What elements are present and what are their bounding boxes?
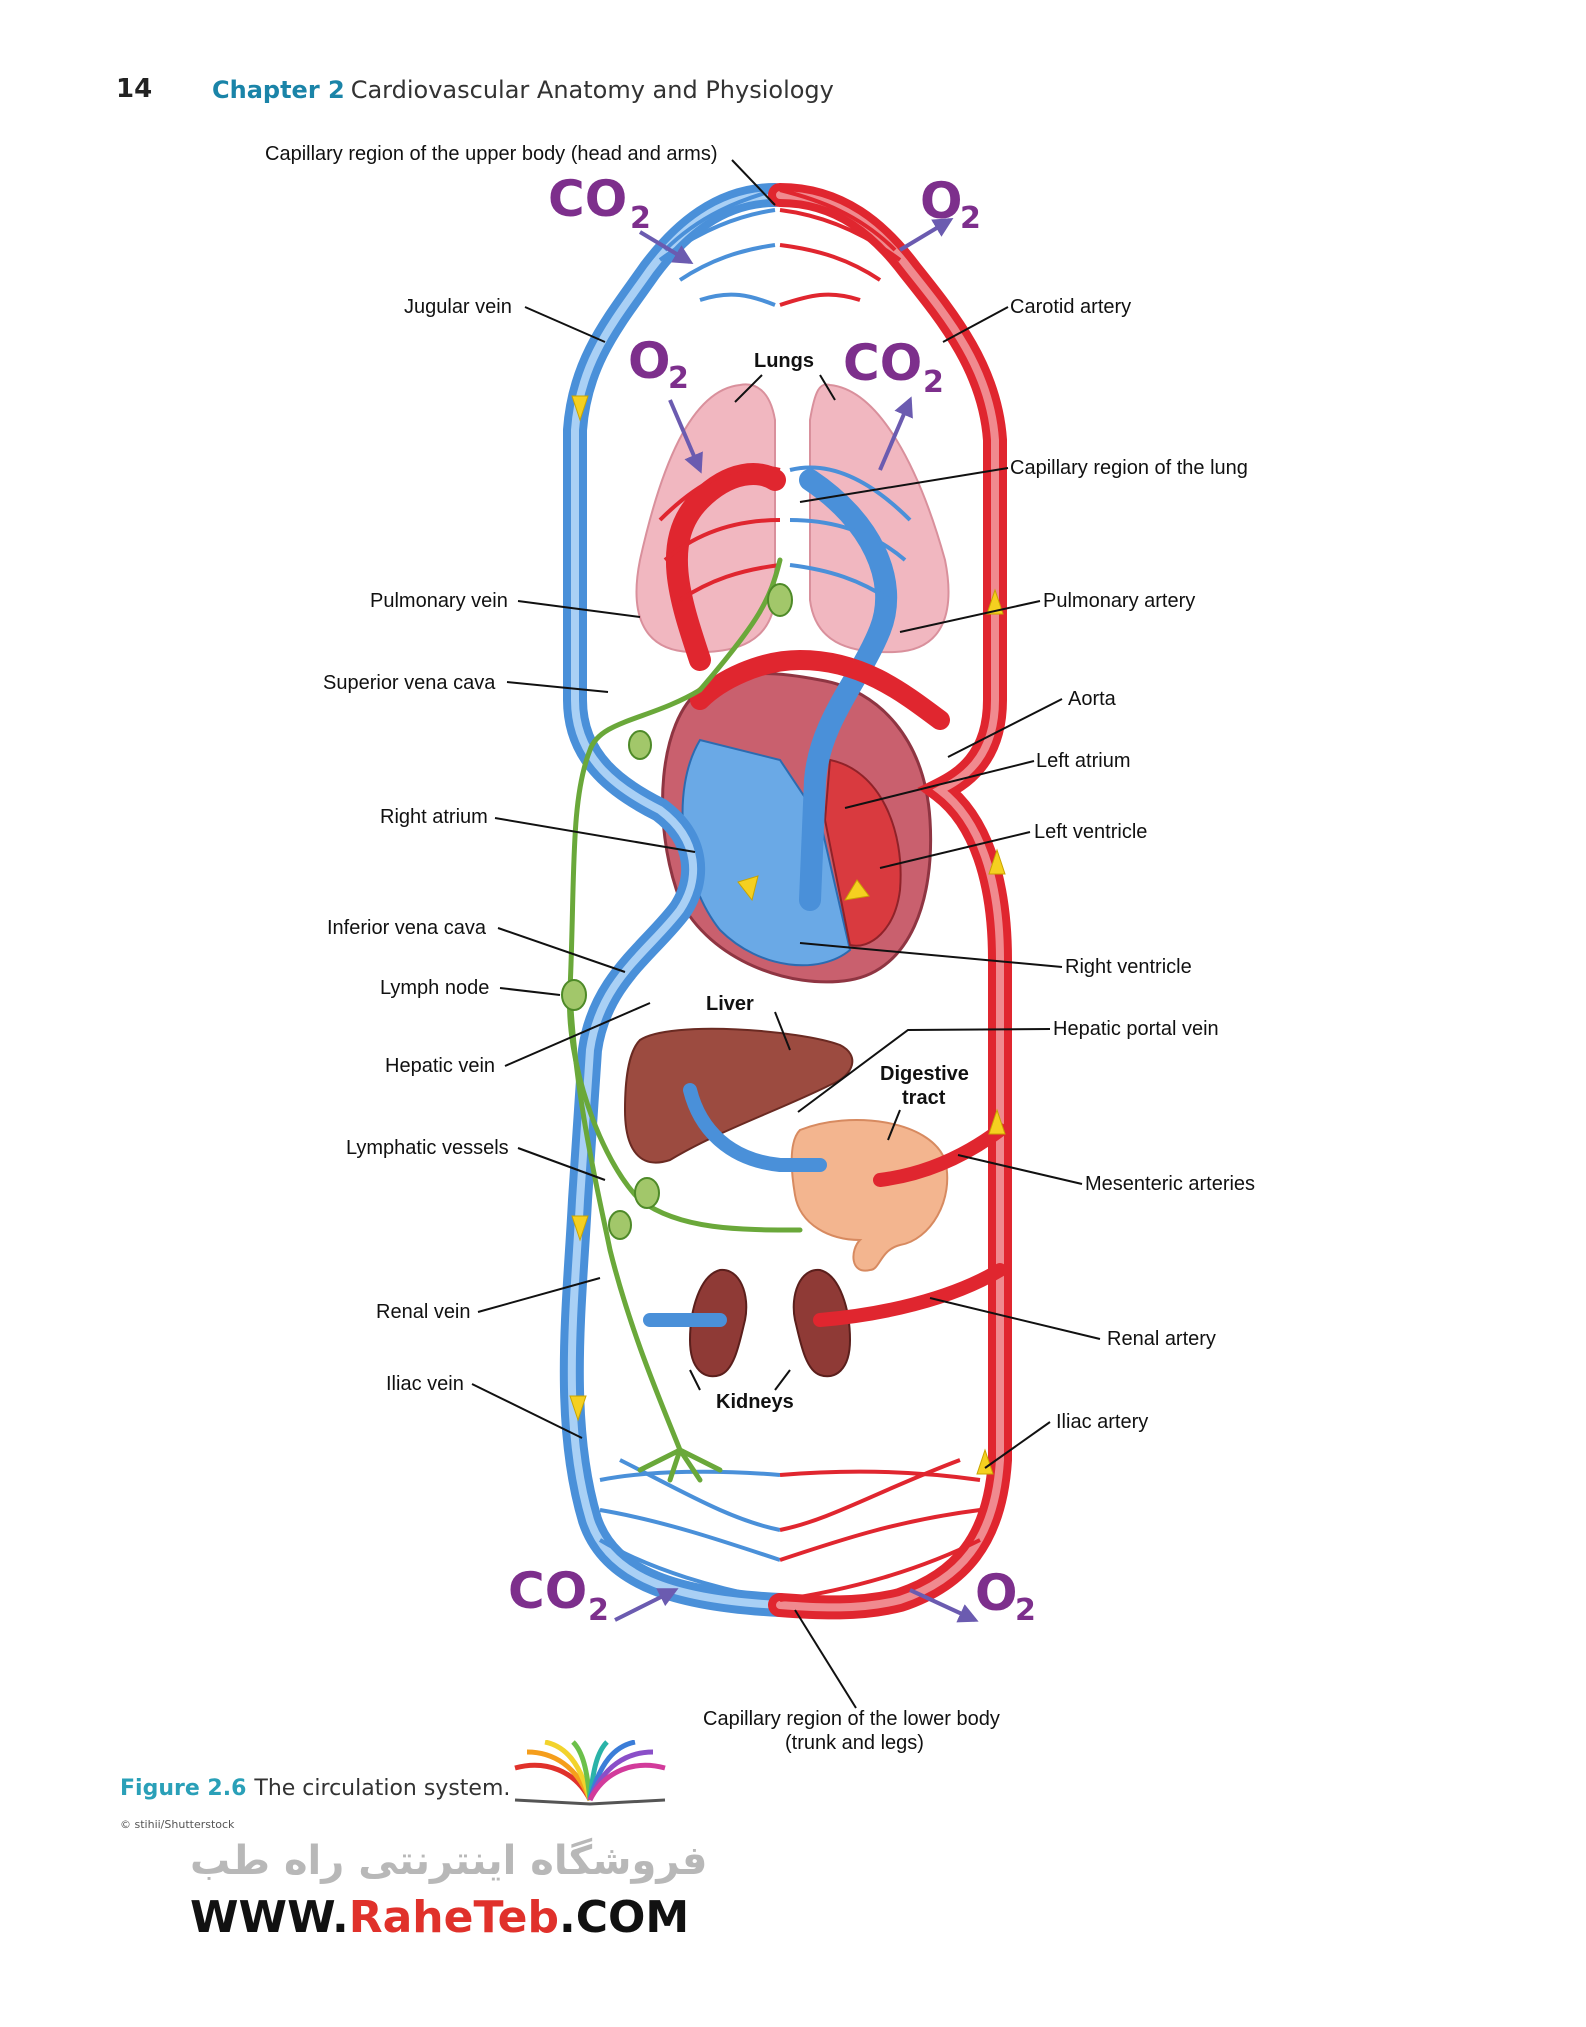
watermark-url-pre: WWW.: [190, 1892, 349, 1943]
label-iliac-vein: Iliac vein: [386, 1373, 464, 1395]
label-right-atrium: Right atrium: [380, 806, 488, 828]
digestive-tract-shape: [790, 1119, 949, 1272]
label-pulmonary-vein: Pulmonary vein: [370, 590, 508, 612]
gas-label-o2-upper: O 2: [920, 172, 981, 236]
gas-label-o2-lower: O 2: [975, 1564, 1036, 1628]
gas-label-co2-lower: CO 2: [508, 1562, 609, 1628]
leader-lymphatic-vessels: [517, 1147, 606, 1181]
liver-shape: [623, 1027, 854, 1164]
label-lymph-node: Lymph node: [380, 977, 489, 999]
label-carotid-artery: Carotid artery: [1010, 296, 1131, 318]
leader-right-ventricle: [799, 942, 1063, 968]
leader-carotid-artery: [942, 306, 1009, 343]
svg-text:O: O: [975, 1564, 1018, 1622]
svg-text:O: O: [628, 332, 671, 390]
heart-shape: [661, 671, 933, 984]
watermark-persian: فروشگاه اینترنتی راه طب: [190, 1838, 708, 1884]
gas-arrows: [614, 217, 979, 1623]
label-pulmonary-artery: Pulmonary artery: [1043, 590, 1195, 612]
leader-jugular-vein: [524, 306, 606, 343]
leader-renal-artery: [929, 1297, 1101, 1340]
watermark-url: WWW.RaheTeb.COM: [190, 1892, 689, 1943]
leader-inferior-vena-cava: [497, 927, 626, 973]
label-right-ventricle: Right ventricle: [1065, 956, 1192, 978]
svg-text:2: 2: [630, 201, 651, 236]
label-renal-vein: Renal vein: [376, 1301, 471, 1323]
figure-text: The circulation system.: [254, 1776, 511, 1801]
leader-left-atrium: [844, 760, 1035, 809]
organ-leaders: [689, 374, 901, 1391]
label-mesenteric-arteries: Mesenteric arteries: [1085, 1173, 1255, 1195]
svg-text:2: 2: [1015, 1593, 1036, 1628]
svg-text:2: 2: [668, 361, 689, 396]
svg-text:CO: CO: [843, 334, 922, 392]
label-superior-vena-cava: Superior vena cava: [323, 672, 496, 694]
organ-label-kidneys: Kidneys: [716, 1391, 794, 1413]
label-left-atrium: Left atrium: [1036, 750, 1130, 772]
flow-arrows: [569, 395, 1006, 1475]
page-number: 14: [116, 74, 153, 104]
organ-label-digestive-2: tract: [902, 1087, 946, 1109]
watermark-url-mid: RaheTeb: [348, 1892, 559, 1943]
organ-label-liver: Liver: [706, 993, 754, 1015]
leader-superior-vena-cava: [506, 681, 609, 693]
svg-text:CO: CO: [508, 1562, 587, 1620]
svg-text:CO: CO: [548, 170, 627, 228]
gas-label-o2-lung: O 2: [628, 332, 689, 396]
label-iliac-artery: Iliac artery: [1056, 1411, 1148, 1433]
gas-label-co2-lung: CO 2: [843, 334, 944, 400]
label-hepatic-portal-vein: Hepatic portal vein: [1053, 1018, 1219, 1040]
watermark-url-post: .COM: [558, 1892, 690, 1943]
label-aorta: Aorta: [1068, 688, 1117, 710]
svg-text:O: O: [920, 172, 963, 230]
leader-mesenteric-arteries: [957, 1154, 1083, 1185]
leader-cap-lung: [799, 467, 1009, 503]
leader-left-ventricle: [879, 831, 1031, 869]
book-logo-icon: [514, 1740, 666, 1806]
organ-label-digestive-1: Digestive: [880, 1063, 969, 1085]
label-hepatic-vein: Hepatic vein: [385, 1055, 495, 1077]
leader-iliac-artery: [984, 1421, 1051, 1469]
lymph-nodes: [561, 583, 793, 1240]
label-inferior-vena-cava: Inferior vena cava: [327, 917, 487, 939]
label-lymphatic-vessels: Lymphatic vessels: [346, 1137, 509, 1159]
leader-cap-lower: [794, 1609, 857, 1709]
lung-capillaries: [658, 465, 912, 602]
label-jugular-vein: Jugular vein: [404, 296, 512, 318]
leader-right-atrium: [494, 817, 696, 853]
label-cap-lung: Capillary region of the lung: [1010, 457, 1248, 479]
leader-lymph-node: [499, 987, 561, 996]
leader-cap-upper: [731, 159, 776, 206]
circulation-diagram: CO 2 O 2 O 2 CO 2 CO 2 O 2 Lungs Liver D…: [265, 143, 1255, 1754]
leader-iliac-vein: [471, 1383, 583, 1439]
label-renal-artery: Renal artery: [1107, 1328, 1216, 1350]
svg-text:2: 2: [960, 201, 981, 236]
lower-capillary-arteries: [779, 1458, 981, 1602]
organ-label-lungs: Lungs: [754, 350, 814, 372]
leader-aorta: [947, 698, 1063, 758]
lymphatic-system: [567, 557, 803, 1483]
svg-text:2: 2: [588, 1593, 609, 1628]
leader-pulmonary-vein: [517, 600, 641, 618]
leader-hepatic-vein: [504, 1002, 651, 1067]
upper-capillary-arteries: [779, 188, 902, 307]
chapter-label: Chapter 2: [212, 76, 345, 104]
venous-system: [559, 183, 898, 1617]
label-left-ventricle: Left ventricle: [1034, 821, 1147, 843]
label-cap-lower-2: (trunk and legs): [785, 1732, 924, 1754]
chapter-title: Cardiovascular Anatomy and Physiology: [350, 76, 834, 104]
label-cap-lower-1: Capillary region of the lower body: [703, 1708, 1000, 1730]
figure-caption: Figure 2.6 The circulation system.: [120, 1776, 510, 1801]
label-cap-upper: Capillary region of the upper body (head…: [265, 143, 717, 165]
image-credit: © stihii/Shutterstock: [120, 1818, 235, 1831]
gas-label-co2-upper: CO 2: [548, 170, 651, 236]
leader-pulmonary-artery: [899, 600, 1041, 633]
arterial-system: [665, 183, 1012, 1620]
leader-hepatic-portal-vein: [797, 1028, 1051, 1113]
svg-text:2: 2: [923, 365, 944, 400]
figure-number: Figure 2.6: [120, 1776, 247, 1801]
leader-renal-vein: [477, 1277, 601, 1313]
